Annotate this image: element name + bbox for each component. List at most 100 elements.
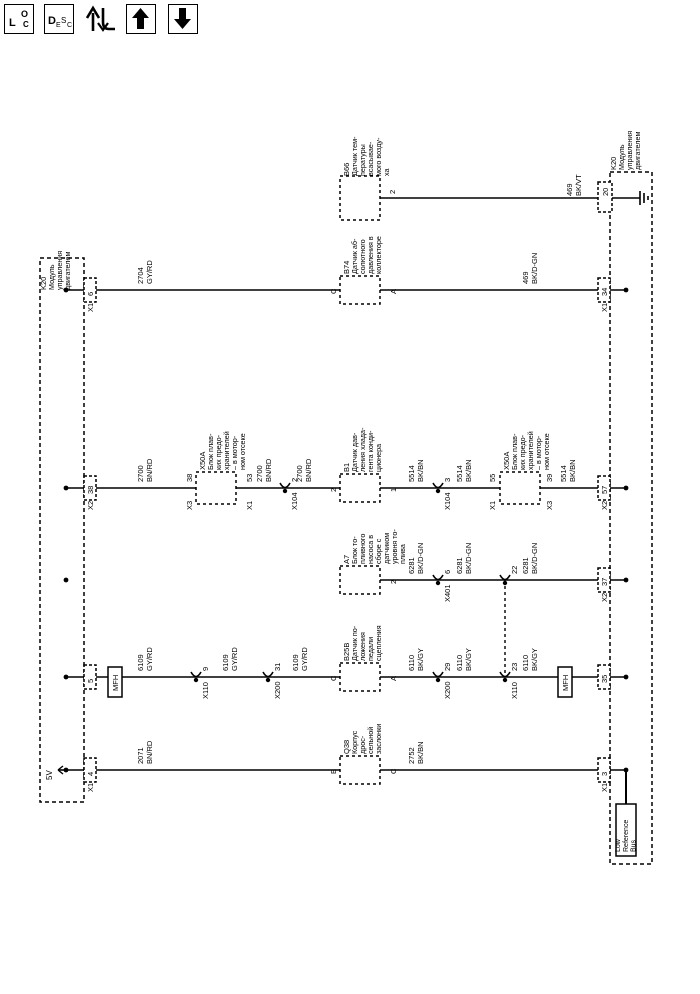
circuit-2-fuse-bottom-conn-b: X3 [545, 501, 554, 510]
circuit-2-inline-b-dot [435, 488, 441, 494]
circuit-3-sensor-box [339, 565, 381, 595]
circuit-3-mid-wire-d-number: 6281 [455, 557, 464, 574]
arrow-down-button[interactable] [168, 4, 198, 34]
circuit-2-fuse-top-pin-b: 53 [245, 474, 254, 482]
circuit-3-right-connector: X2 [600, 593, 609, 602]
circuit-2-right-connector: X2 [600, 501, 609, 510]
circuit-3-sensor-desc: датчиком [382, 533, 391, 564]
circuit-4-inline-b-connector: X200 [443, 681, 452, 699]
circuit-4-inline-a-connector: X110 [201, 682, 210, 699]
circuit-1-right-wire-number: 469 [521, 271, 530, 284]
circuit-5-left-wire-number: 2071 [136, 747, 145, 764]
circuit-2-right-pin: 57 [600, 486, 609, 494]
circuit-2-sensor-pin-bottom: 1 [389, 488, 398, 492]
circuit-4-sensor-desc: сцепления [374, 625, 383, 661]
desc-sub-c: C [67, 22, 73, 29]
circuit-5-left-pin-box [83, 757, 97, 783]
circuit-2-mid-wire-b-number: 2700 [295, 465, 304, 482]
circuit-2-inline-a-connector: X104 [290, 492, 299, 510]
b66-desc: мого возду- [374, 137, 383, 176]
desc-sub-e: E [56, 22, 61, 29]
circuit-4-inline-b-dot [435, 677, 441, 683]
b66-desc: пературы [358, 144, 367, 176]
k20-left-desc: управления [55, 251, 64, 290]
circuit-2-fuse-bottom-box [499, 471, 541, 505]
circuit-1-sensor-desc: солютного [358, 239, 367, 274]
circuit-3-inline-b-connector: X401 [443, 584, 452, 602]
circuit-2-inline-a-dot [282, 488, 288, 494]
circuit-4-mid-wire-c-number: 6110 [407, 655, 416, 671]
circuit-5-left-pin: 4 [86, 772, 95, 776]
circuit-4-left-wire-color: GY/RD [145, 647, 154, 671]
circuit-2-fuse-top-desc: хранителей [222, 431, 231, 470]
circuit-5-right-connector: X1 [600, 783, 609, 792]
circuit-3-inline-c-pin: 22 [510, 566, 519, 574]
right-bus-junction [623, 485, 629, 491]
circuit-4-inline-a2-pin: 31 [273, 663, 282, 671]
circuit-4-sensor-ref: B25B [342, 643, 351, 661]
ground-pin: 20 [601, 188, 610, 196]
circuit-2-mid-wire-a-color: BN/RD [264, 458, 273, 482]
circuit-2-fuse-top-desc: ких предо- [214, 434, 223, 470]
circuit-1-sensor-desc: Датчик аб- [350, 238, 359, 274]
circuit-4-inline-b-arc [432, 671, 444, 678]
circuit-4-sensor-desc: ложения [358, 632, 367, 661]
circuit-4-left-mfh: MFH [111, 675, 120, 691]
b66-desc: Датчик тем- [350, 136, 359, 176]
arrow-up-button[interactable] [126, 4, 156, 34]
description-view-button[interactable]: D E S C [44, 4, 74, 34]
circuit-3-mid-wire-d-color: BK/D-GN [464, 543, 473, 574]
circuit-5-sensor-desc: Корпус [350, 730, 359, 754]
circuit-3-inline-c-arc [499, 574, 511, 581]
circuit-3-mid-wire-c-color: BK/D-GN [416, 543, 425, 574]
circuit-2-fuse-bottom-ref: X50A [502, 452, 511, 470]
desc-main-letter: D [48, 15, 56, 27]
circuit-2-sensor-desc: ционера [374, 444, 383, 472]
circuit-4-inline-a-dot [193, 677, 199, 683]
circuit-2-left-wire-color: BN/RD [145, 458, 154, 482]
circuit-2-fuse-bottom-desc: – в мотор- [534, 435, 543, 470]
circuit-1-sensor-pin-bottom: A [389, 289, 398, 294]
circuit-1-left-connector: X1 [86, 303, 95, 312]
circuit-2-inline-b-arc [432, 482, 444, 489]
desc-sub-s: S [61, 16, 67, 25]
left-bus-junction [63, 674, 69, 680]
circuit-4-mid-wire-b-color: GY/RD [300, 647, 309, 671]
circuit-4-mid-wire-a-number: 6109 [221, 654, 230, 671]
circuit-3-sensor-desc: плива [398, 544, 407, 564]
location-view-button[interactable]: O L C [4, 4, 34, 34]
circuit-5-sensor-desc: дрос- [358, 735, 367, 754]
circuit-2-fuse-bottom-desc: ном отсеке [542, 433, 551, 470]
right-bus-junction [623, 767, 629, 773]
circuit-3-sensor-desc: насоса в [366, 535, 375, 564]
circuit-5-sensor-pin-bottom: C [389, 768, 398, 774]
circuit-4-right-wire-color: BK/GY [530, 648, 539, 671]
circuit-2-fuse-top-desc: – в мотор- [230, 435, 239, 470]
circuit-1-sensor-desc: коллекторе [374, 236, 383, 274]
circuit-5-left-connector: X1 [86, 783, 95, 792]
circuit-2-fuse-bottom-desc: ких предо- [518, 434, 527, 470]
k20-left-desc: двигателем [63, 252, 72, 290]
circuit-2-left-pin: 38 [86, 486, 95, 494]
right-bus-junction [623, 577, 629, 583]
wire-trace-icon[interactable] [84, 4, 118, 34]
circuit-3-inline-b-dot [435, 580, 441, 586]
circuit-2-fuse-bottom-pin-b: 39 [545, 474, 554, 482]
circuit-3-sensor-desc: сборе с [374, 538, 383, 564]
k20-left-ref: K20 [39, 277, 48, 290]
circuit-2-fuse-top-desc: Блок плав- [206, 433, 215, 470]
ground-circuit: 469 [565, 183, 574, 196]
circuit-4-left-mfh-box [107, 666, 123, 698]
circuit-2-right-pin-box [597, 475, 611, 501]
circuit-3-right-wire-number: 6281 [521, 557, 530, 574]
circuit-4-mid-wire-c-color: BK/GY [416, 648, 425, 671]
circuit-2-fuse-bottom-desc: Блок плав- [510, 433, 519, 470]
circuit-1-left-wire-color: GY/RD [145, 260, 154, 284]
circuit-2-left-connector: X2 [86, 501, 95, 510]
circuit-2-inline-a-pin: 2 [290, 478, 299, 482]
circuit-3-inline-b-arc [432, 574, 444, 581]
circuit-4-sensor-box [339, 662, 381, 692]
circuit-3-right-pin: 37 [600, 578, 609, 586]
circuit-1-sensor-pin-top: C [329, 288, 338, 294]
